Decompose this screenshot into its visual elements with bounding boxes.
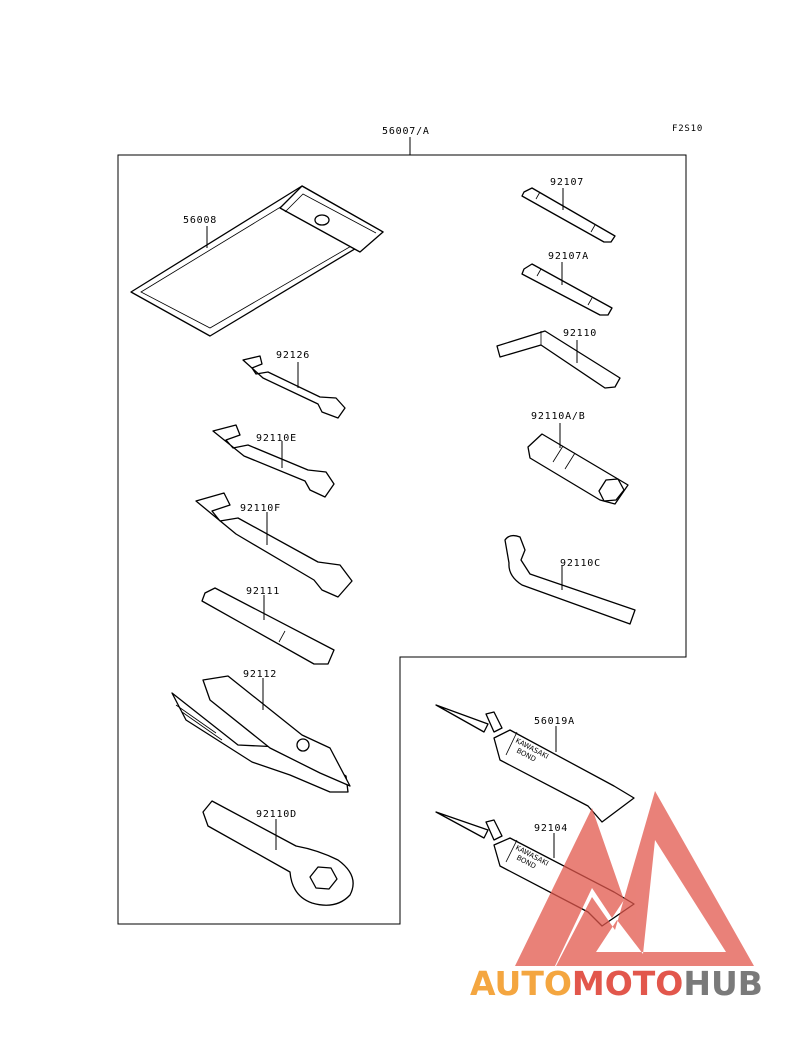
socket-wrench-label: 92110A/B — [531, 411, 586, 422]
wrench-medium-label: 92110E — [256, 433, 297, 444]
wrench-large-label: 92110F — [240, 503, 281, 514]
watermark-logo — [515, 791, 754, 966]
wrench-small-part[interactable]: 92126 — [242, 350, 346, 419]
watermark-part2: MOTO — [572, 964, 683, 1003]
kit-label: 56007/A — [382, 126, 430, 137]
pliers-label: 92112 — [243, 669, 277, 680]
hex-key-part[interactable]: 92110 — [496, 328, 621, 389]
tool-bag-label: 56008 — [183, 215, 217, 226]
hex-key-label: 92110 — [563, 328, 597, 339]
handle-bar-label: 92111 — [246, 586, 280, 597]
screwdriver-bit-a-label: 92107A — [548, 251, 589, 262]
spanner-wrench-label: 92110C — [560, 558, 601, 569]
screwdriver-bit-label: 92107 — [550, 177, 584, 188]
wrench-small-label: 92126 — [276, 350, 310, 361]
screwdriver-bit-part[interactable]: 92107 — [521, 177, 616, 243]
bond-tube-b-label: 92104 — [534, 823, 568, 834]
watermark-part3: HUB — [683, 964, 763, 1003]
ring-wrench-part[interactable]: 92110D — [202, 800, 354, 906]
watermark-part1: AUTO — [470, 964, 572, 1003]
pliers-part[interactable]: 92112 — [171, 669, 351, 793]
kit-outline: 56007/A — [117, 126, 687, 925]
handle-bar-part[interactable]: 92111 — [201, 586, 335, 665]
ring-wrench-label: 92110D — [256, 809, 297, 820]
spanner-wrench-part[interactable]: 92110C — [504, 534, 636, 625]
wrench-medium-part[interactable]: 92110E — [212, 424, 335, 498]
socket-wrench-part[interactable]: 92110A/B — [527, 411, 629, 505]
tool-bag-part[interactable]: 56008 — [130, 185, 384, 337]
bond-tube-a-label: 56019A — [534, 716, 575, 727]
wrench-large-part[interactable]: 92110F — [195, 492, 353, 598]
screwdriver-bit-a-part[interactable]: 92107A — [521, 251, 613, 316]
figure-code: F2S10 — [672, 124, 703, 134]
bond-tube-a-part[interactable]: KAWASAKI BOND 56019A — [435, 704, 635, 823]
watermark-text: AUTOMOTOHUB — [470, 964, 763, 1003]
